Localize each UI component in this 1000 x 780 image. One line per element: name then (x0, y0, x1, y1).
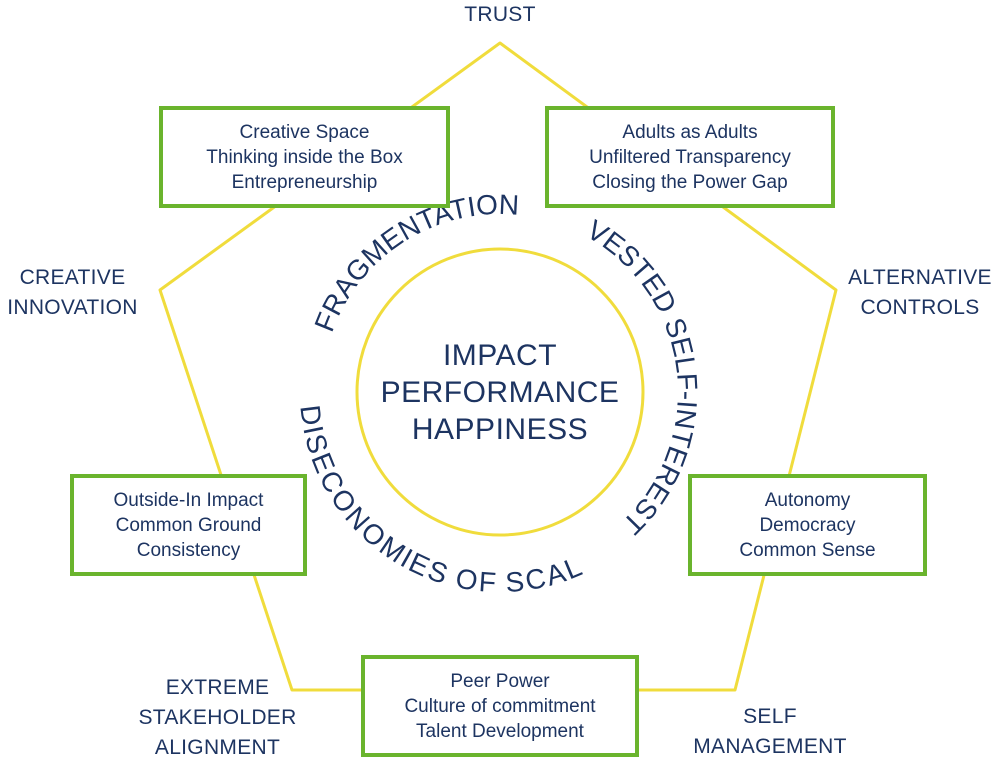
center-outcomes: IMPACT PERFORMANCE HAPPINESS (380, 337, 620, 448)
vertex-label-trust: TRUST (464, 3, 536, 26)
vertex-label-creative-innovation: CREATIVE INNOVATION (7, 266, 138, 319)
box-trust-foundation: Outside-In Impact Common Ground Consiste… (70, 474, 307, 576)
box-alternative-controls: Adults as Adults Unfiltered Transparency… (545, 106, 835, 208)
center-line: IMPACT (442, 339, 558, 372)
vertex-label-alternative-controls: ALTERNATIVE CONTROLS (848, 266, 992, 319)
center-line: HAPPINESS (411, 413, 589, 446)
vertex-label-self-management: SELF MANAGEMENT (693, 705, 847, 758)
center-circle (355, 247, 645, 537)
ring-label-fragmentation: FRAGMENTATION (308, 189, 519, 336)
box-self-management: Autonomy Democracy Common Sense (688, 474, 927, 576)
box-stakeholder-alignment: Peer Power Culture of commitment Talent … (361, 655, 639, 757)
vertex-label-extreme-stakeholder-alignment: EXTREME STAKEHOLDER ALIGNMENT (138, 676, 297, 759)
box-creative-innovation: Creative Space Thinking inside the Box E… (159, 106, 450, 208)
center-line: PERFORMANCE (380, 376, 620, 409)
